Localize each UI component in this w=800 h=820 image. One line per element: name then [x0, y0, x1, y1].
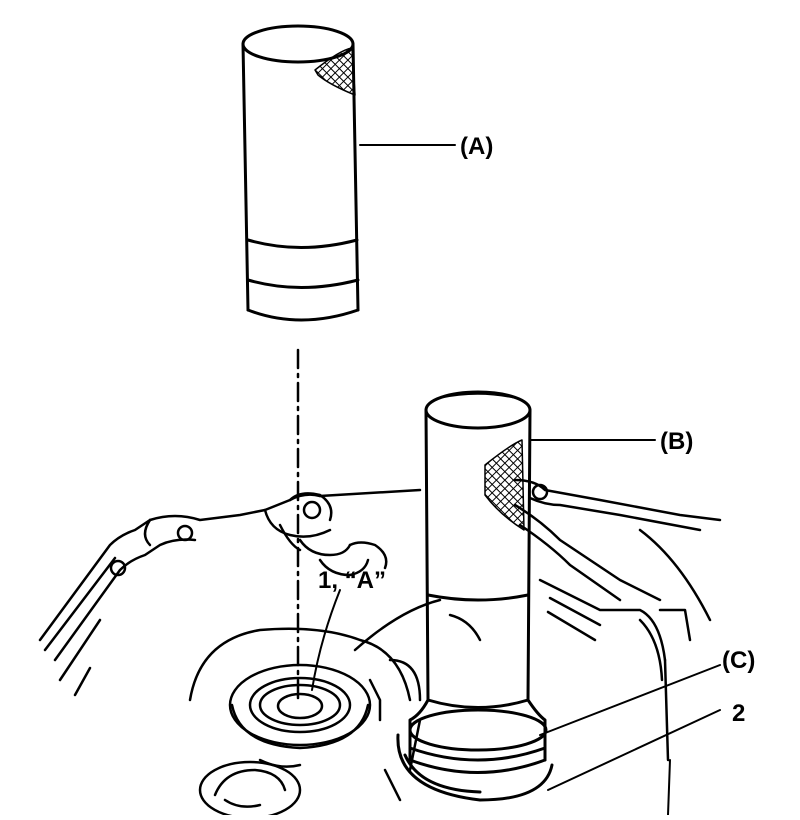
label-tool-a: (A)	[460, 133, 493, 160]
label-tool-c: (C)	[722, 647, 755, 674]
part-2-ring	[396, 733, 554, 802]
label-tool-b: (B)	[660, 428, 693, 455]
loose-seal-ring	[198, 760, 302, 820]
transmission-case	[38, 478, 722, 816]
tool-b	[424, 390, 532, 709]
bore-1	[228, 663, 372, 750]
seal-c	[408, 698, 548, 774]
label-part-1: 1, “A”	[318, 567, 386, 594]
tool-a	[241, 24, 360, 322]
leader-lines	[311, 144, 721, 791]
label-part-2: 2	[732, 700, 745, 727]
